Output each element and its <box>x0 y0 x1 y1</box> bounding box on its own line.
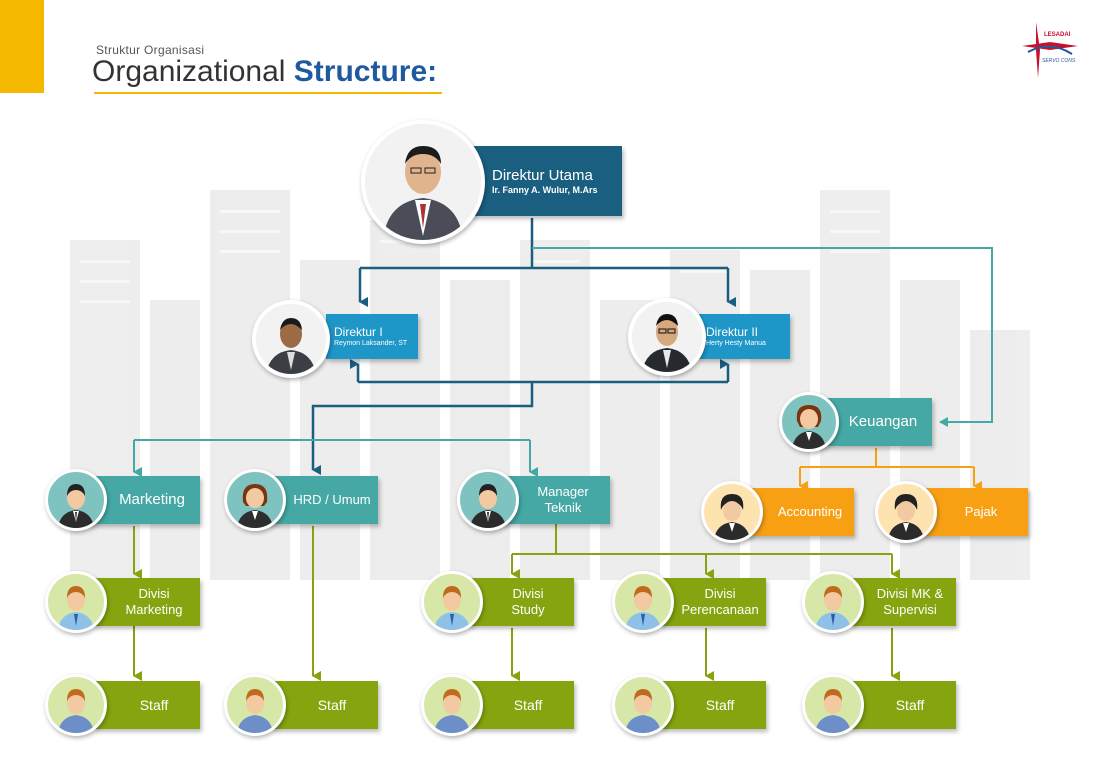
node-divisi-study: Divisi Study <box>468 578 574 626</box>
city-background <box>70 190 1030 580</box>
male-person-icon <box>470 484 506 528</box>
node-hrd: HRD / Umum <box>268 476 378 524</box>
node-staff-marketing: Staff <box>94 681 200 729</box>
divisi-mk-label: Divisi MK & Supervisi <box>876 586 944 617</box>
male-person-icon <box>434 689 470 733</box>
divisi-study-avatar <box>421 571 483 633</box>
staff-perencanaan-label: Staff <box>705 696 735 713</box>
keuangan-avatar <box>779 392 839 452</box>
staff-marketing-avatar <box>45 674 107 736</box>
divisi-marketing-avatar <box>45 571 107 633</box>
hrd-avatar <box>224 469 286 531</box>
direktur-utama-photo <box>361 120 485 244</box>
node-divisi-mk: Divisi MK & Supervisi <box>850 578 956 626</box>
staff-study-avatar <box>421 674 483 736</box>
node-divisi-perencanaan: Divisi Perencanaan <box>660 578 766 626</box>
staff-hrd-label: Staff <box>317 696 347 713</box>
node-direktur-1: Direktur I Reymon Laksander, ST <box>326 314 418 359</box>
divisi-study-label: Divisi Study <box>511 586 545 617</box>
male-person-icon <box>625 586 661 630</box>
female-person-icon <box>237 484 273 528</box>
node-divisi-marketing: Divisi Marketing <box>94 578 200 626</box>
male-person-icon <box>237 689 273 733</box>
direktur-2-photo <box>628 298 706 376</box>
title-bold: Structure: <box>293 55 438 88</box>
page-title: Organizational Structure: <box>92 55 437 89</box>
node-staff-hrd: Staff <box>272 681 378 729</box>
male-person-icon <box>815 586 851 630</box>
staff-mk-label: Staff <box>895 696 925 713</box>
divisi-perencanaan-label: Divisi Perencanaan <box>681 586 759 617</box>
marketing-label: Marketing <box>119 491 185 508</box>
staff-mk-avatar <box>802 674 864 736</box>
accounting-avatar <box>701 481 763 543</box>
person-photo-icon <box>632 302 702 372</box>
node-staff-mk: Staff <box>850 681 956 729</box>
direktur-2-title: Direktur II <box>706 325 759 340</box>
male-person-icon <box>58 484 94 528</box>
male-person-icon <box>434 586 470 630</box>
direktur-utama-title: Direktur Utama <box>492 166 593 184</box>
page-subtitle: Struktur Organisasi <box>96 43 205 57</box>
pajak-avatar <box>875 481 937 543</box>
logo-text-bottom: SERVO CONS <box>1042 58 1076 64</box>
accounting-label: Accounting <box>777 504 843 520</box>
pajak-label: Pajak <box>964 504 998 520</box>
male-person-icon <box>58 689 94 733</box>
marketing-avatar <box>45 469 107 531</box>
corner-accent <box>0 0 44 93</box>
node-staff-study: Staff <box>468 681 574 729</box>
female-person-icon <box>714 494 750 540</box>
company-logo: LESADAI SERVO CONS <box>1022 22 1078 78</box>
node-marketing: Marketing <box>86 476 200 524</box>
direktur-1-name: Reymon Laksander, ST <box>334 339 408 347</box>
staff-marketing-label: Staff <box>139 696 169 713</box>
keuangan-label: Keuangan <box>848 413 918 430</box>
logo-text-top: LESADAI <box>1044 32 1071 38</box>
node-direktur-utama: Direktur Utama Ir. Fanny A. Wulur, M.Ars <box>470 146 622 216</box>
male-person-icon <box>58 586 94 630</box>
direktur-2-name: Herty Hesty Manua <box>706 339 766 347</box>
female-person-icon <box>888 494 924 540</box>
divisi-marketing-label: Divisi Marketing <box>125 586 183 617</box>
female-person-icon <box>792 405 826 449</box>
male-person-icon <box>815 689 851 733</box>
staff-perencanaan-avatar <box>612 674 674 736</box>
person-photo-icon <box>365 124 481 240</box>
manager-teknik-avatar <box>457 469 519 531</box>
direktur-1-photo <box>252 300 330 378</box>
direktur-utama-name: Ir. Fanny A. Wulur, M.Ars <box>492 184 598 195</box>
node-direktur-2: Direktur II Herty Hesty Manua <box>698 314 790 359</box>
staff-hrd-avatar <box>224 674 286 736</box>
divisi-perencanaan-avatar <box>612 571 674 633</box>
title-light: Organizational <box>92 55 294 88</box>
node-staff-perencanaan: Staff <box>660 681 766 729</box>
divisi-mk-avatar <box>802 571 864 633</box>
manager-teknik-label: Manager Teknik <box>537 484 589 515</box>
title-underline <box>94 92 442 94</box>
person-photo-icon <box>256 304 326 374</box>
male-person-icon <box>625 689 661 733</box>
staff-study-label: Staff <box>513 696 543 713</box>
direktur-1-title: Direktur I <box>334 325 383 340</box>
hrd-label: HRD / Umum <box>293 492 371 508</box>
